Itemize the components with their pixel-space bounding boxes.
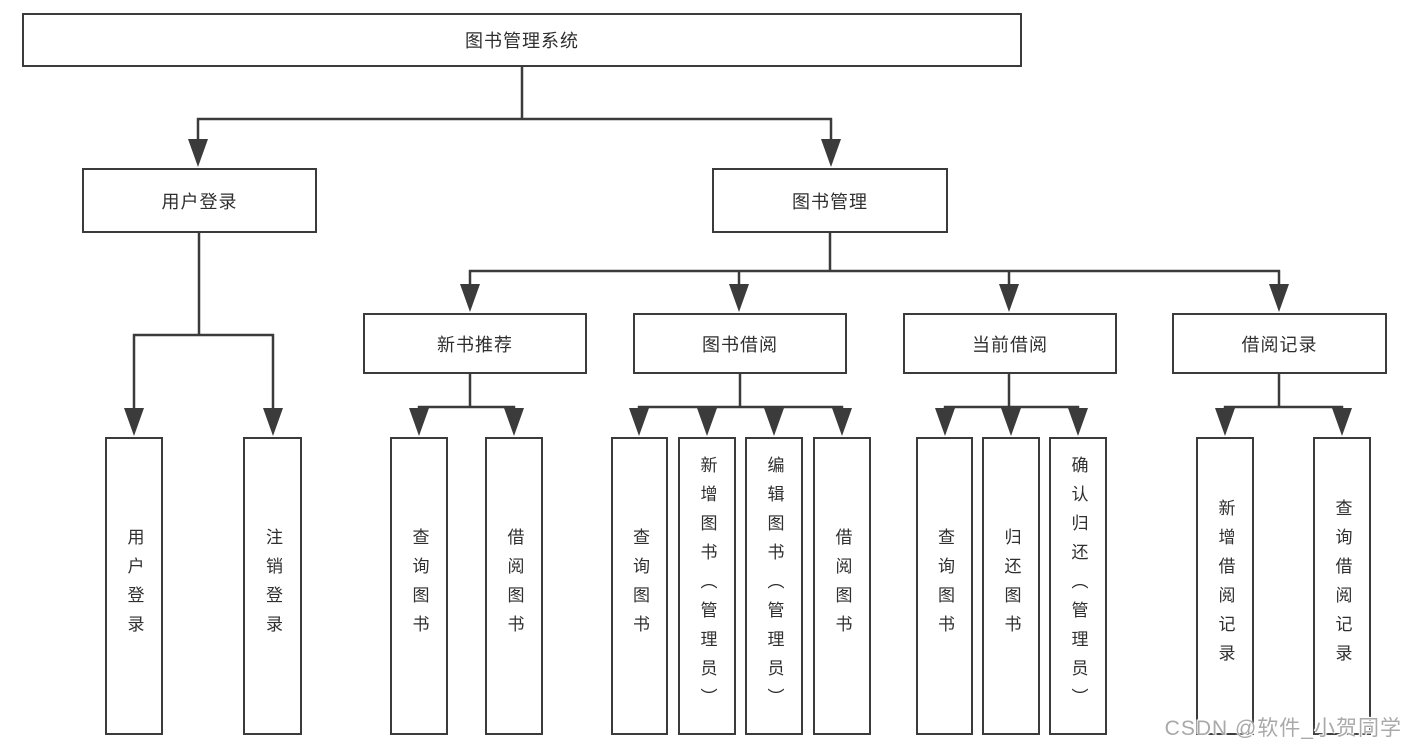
node-borrow-records: 借阅记录 bbox=[1172, 313, 1387, 374]
node-label: 确认归还（管理员） bbox=[1068, 455, 1088, 717]
node-label: 查询借阅记录 bbox=[1332, 499, 1352, 673]
leaf-query-books-1: 查询图书 bbox=[390, 437, 448, 735]
node-root-system: 图书管理系统 bbox=[22, 13, 1022, 67]
node-label: 新增图书（管理员） bbox=[697, 455, 717, 717]
node-book-borrow: 图书借阅 bbox=[633, 313, 847, 374]
node-book-management-module: 图书管理 bbox=[712, 168, 948, 233]
leaf-add-borrow-record: 新增借阅记录 bbox=[1196, 437, 1254, 735]
node-label: 新书推荐 bbox=[437, 334, 513, 355]
csdn-watermark: CSDN @软件_小贺同学 bbox=[1164, 717, 1402, 740]
leaf-query-books-2: 查询图书 bbox=[611, 437, 668, 735]
node-label: 图书管理 bbox=[792, 191, 868, 212]
node-label: 编辑图书（管理员） bbox=[764, 455, 784, 717]
leaf-user-login: 用户登录 bbox=[105, 437, 163, 735]
node-label: 注销登录 bbox=[263, 528, 282, 644]
leaf-query-books-3: 查询图书 bbox=[916, 437, 973, 735]
node-label: 当前借阅 bbox=[972, 334, 1048, 355]
node-label: 查询图书 bbox=[630, 528, 649, 644]
node-label: 借阅图书 bbox=[832, 528, 852, 644]
leaf-query-borrow-record: 查询借阅记录 bbox=[1313, 437, 1371, 735]
leaf-borrow-books-2: 借阅图书 bbox=[813, 437, 871, 735]
leaf-add-book-admin: 新增图书（管理员） bbox=[678, 437, 736, 735]
node-label: 查询图书 bbox=[409, 528, 429, 644]
node-label: 新增借阅记录 bbox=[1215, 499, 1235, 673]
node-label: 图书管理系统 bbox=[465, 31, 579, 51]
leaf-confirm-return-admin: 确认归还（管理员） bbox=[1049, 437, 1107, 735]
node-label: 借阅图书 bbox=[504, 528, 524, 644]
node-label: 用户登录 bbox=[124, 528, 144, 644]
leaf-edit-book-admin: 编辑图书（管理员） bbox=[745, 437, 803, 735]
node-label: 用户登录 bbox=[161, 191, 238, 212]
node-label: 借阅记录 bbox=[1241, 334, 1318, 355]
node-current-borrow: 当前借阅 bbox=[903, 313, 1117, 374]
leaf-logout: 注销登录 bbox=[243, 437, 302, 735]
leaf-borrow-books-1: 借阅图书 bbox=[485, 437, 543, 735]
node-label: 归还图书 bbox=[1001, 528, 1021, 644]
node-new-book-recommend: 新书推荐 bbox=[363, 313, 587, 374]
node-label: 图书借阅 bbox=[702, 334, 778, 355]
node-user-login-module: 用户登录 bbox=[82, 168, 317, 233]
leaf-return-book: 归还图书 bbox=[982, 437, 1040, 735]
node-label: 查询图书 bbox=[935, 528, 954, 644]
